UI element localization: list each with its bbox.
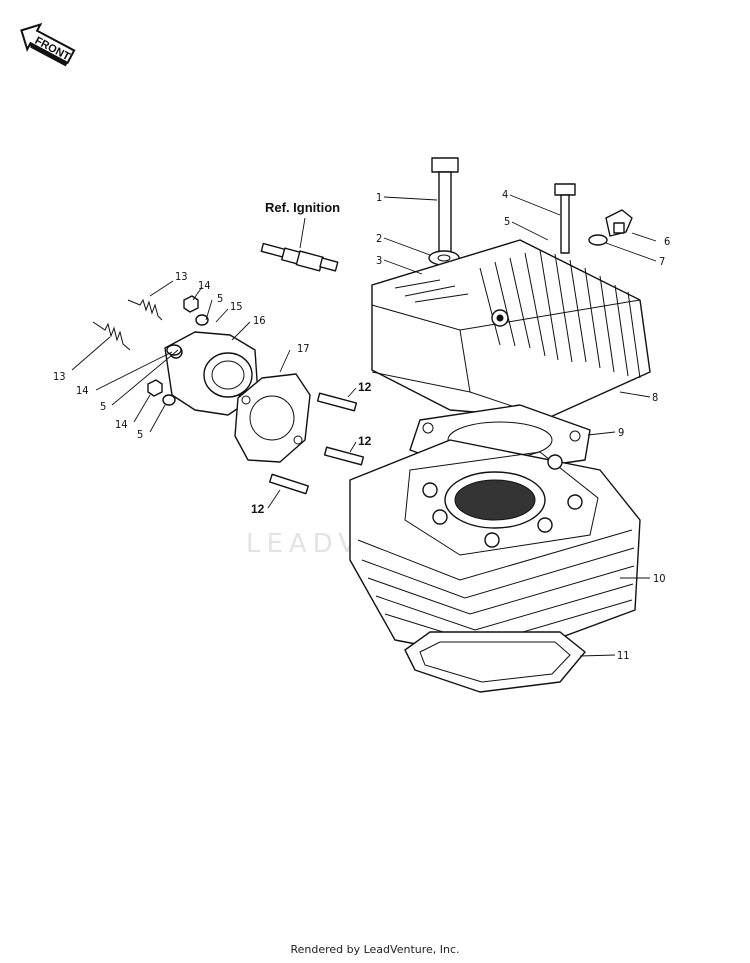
ref-ignition-label: Ref. Ignition — [265, 200, 340, 215]
gasket-washer-7 — [588, 234, 608, 246]
leader-lines — [71, 194, 657, 657]
callout-14b: 14 — [76, 384, 89, 397]
footer-credit: Rendered by LeadVenture, Inc. — [290, 943, 460, 956]
callout-13a: 13 — [175, 270, 188, 283]
callout-3: 3 — [376, 254, 382, 267]
spring-13a — [127, 298, 163, 321]
cylinder-block — [349, 439, 641, 661]
callout-12a: 12 — [358, 380, 372, 394]
cylinder-head — [371, 239, 651, 419]
callout-1: 1 — [376, 191, 382, 204]
stud-12b — [323, 446, 365, 466]
callout-9: 9 — [618, 426, 624, 439]
base-gasket — [404, 631, 586, 693]
callout-12b: 12 — [358, 434, 372, 448]
callout-6: 6 — [664, 235, 670, 248]
stud-12c — [268, 473, 310, 495]
ref-leader — [299, 217, 306, 249]
callout-5-a: 5 — [217, 292, 223, 305]
callout-17: 17 — [297, 342, 310, 355]
callout-14a: 14 — [198, 279, 211, 292]
callout-13b: 13 — [53, 370, 66, 383]
nut-14a — [183, 295, 199, 313]
spark-plug — [260, 242, 339, 272]
callout-11: 11 — [617, 649, 630, 662]
callout-5-head: 5 — [504, 215, 510, 228]
callout-16: 16 — [253, 314, 266, 327]
head-bolt-short — [554, 183, 576, 254]
head-bolt-long — [431, 157, 459, 255]
callout-4: 4 — [502, 188, 508, 201]
nut-14b — [147, 379, 163, 397]
callout-5-c: 5 — [137, 428, 143, 441]
callout-12c: 12 — [251, 502, 265, 516]
washer-5c — [162, 394, 176, 406]
callout-10: 10 — [653, 572, 666, 585]
spring-13b — [92, 321, 131, 351]
callout-7: 7 — [659, 255, 665, 268]
front-direction-badge: FRONT — [20, 22, 76, 67]
callout-2: 2 — [376, 232, 382, 245]
washer-5a — [195, 314, 209, 326]
callout-15: 15 — [230, 300, 243, 313]
callout-14c: 14 — [115, 418, 128, 431]
gasket-17 — [234, 373, 311, 463]
drain-plug — [605, 209, 633, 237]
callout-8: 8 — [652, 391, 658, 404]
stud-12a — [316, 392, 358, 412]
callout-5-b: 5 — [100, 400, 106, 413]
callout-labels: 1 2 3 4 5 6 7 8 9 10 11 12 12 12 13 13 1… — [53, 188, 670, 662]
